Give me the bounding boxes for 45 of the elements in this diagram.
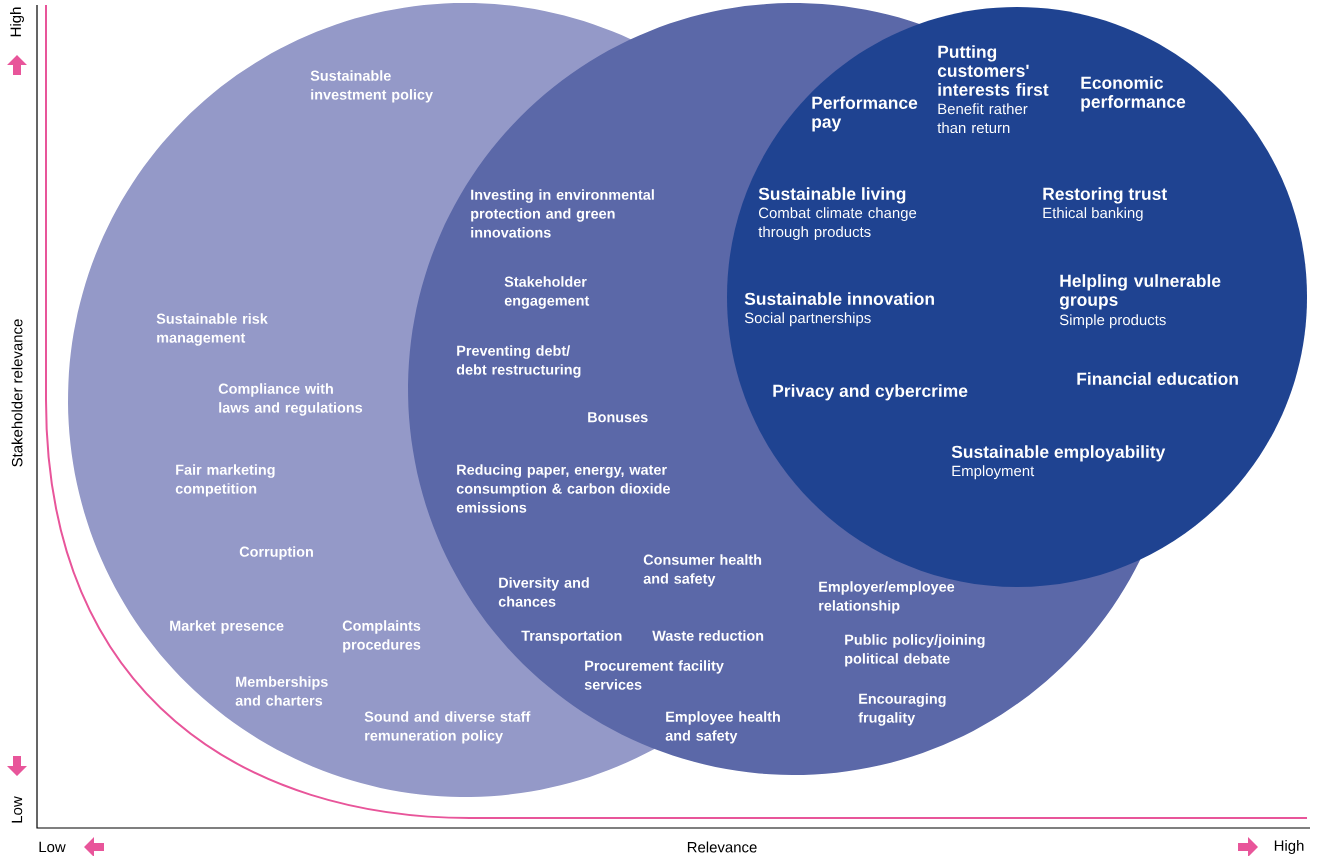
topic-label: Transportation xyxy=(521,630,622,644)
topic-label: Procurement facility services xyxy=(584,660,724,690)
axis-label: Low xyxy=(39,841,66,853)
topic-label: Fair marketing competition xyxy=(175,464,275,497)
topic-description: Combat climate change through products xyxy=(758,207,917,241)
topic-label: Helpling vulnerable groups xyxy=(1059,274,1221,310)
topic-description: Ethical banking xyxy=(1043,207,1143,222)
topic-label: Memberships and charters xyxy=(235,676,328,706)
topic-label: Sustainable risk management xyxy=(156,313,268,346)
topic-label: Encouraging frugality xyxy=(858,693,946,726)
topic-description: Benefit rather than return xyxy=(937,103,1028,134)
topic-label: Sustainable investment policy xyxy=(310,70,433,103)
topic-label: Bonuses xyxy=(588,412,648,423)
topic-label: Economic performance xyxy=(1081,76,1186,112)
topic-label: Financial education xyxy=(1077,372,1238,385)
topic-label: Employee health and safety xyxy=(665,711,780,744)
topic-description: Social partnerships xyxy=(744,312,871,327)
topic-label: Performance pay xyxy=(812,96,918,132)
topic-label: Public policy/joining political debate xyxy=(845,634,985,667)
topic-label: Putting customers' interests first xyxy=(937,45,1049,96)
topic-label: Diversity and chances xyxy=(498,577,589,607)
topic-label: Market presence xyxy=(170,620,284,634)
topic-label: Privacy and cybercrime xyxy=(773,384,968,401)
topic-label: Sound and diverse staff remuneration policy xyxy=(364,711,531,744)
topic-label: Employer/employee relationship xyxy=(819,581,955,614)
topic-label: Sustainable living xyxy=(758,187,906,204)
axis-label: High xyxy=(10,7,24,37)
topic-description: Simple products xyxy=(1059,314,1166,329)
topic-label: Investing in environmental protection and green innovations xyxy=(471,189,654,238)
axis-label: Stakeholder relevance xyxy=(11,319,23,467)
axis-label: High xyxy=(1274,840,1304,854)
topic-label: Sustainable innovation xyxy=(744,292,934,305)
topic-label: Waste reduction xyxy=(652,630,764,641)
topic-label: Restoring trust xyxy=(1043,187,1167,204)
topic-label: Corruption xyxy=(239,546,313,560)
topic-label: Complaints procedures xyxy=(342,620,421,653)
topic-label: Stakeholder engagement xyxy=(504,276,590,309)
topic-label: Consumer health and safety xyxy=(643,554,762,587)
axis-label: Relevance xyxy=(687,841,757,853)
topic-label: Reducing paper, energy, water consumption & carbon dioxide emissions xyxy=(456,464,670,513)
axis-label: Low xyxy=(11,796,23,823)
topic-description: Employment xyxy=(952,465,1035,480)
topic-label: Preventing debt/ debt restructuring xyxy=(456,345,581,378)
topic-label: Sustainable employability xyxy=(951,445,1166,462)
topic-label: Compliance with laws and regulations xyxy=(218,383,363,416)
